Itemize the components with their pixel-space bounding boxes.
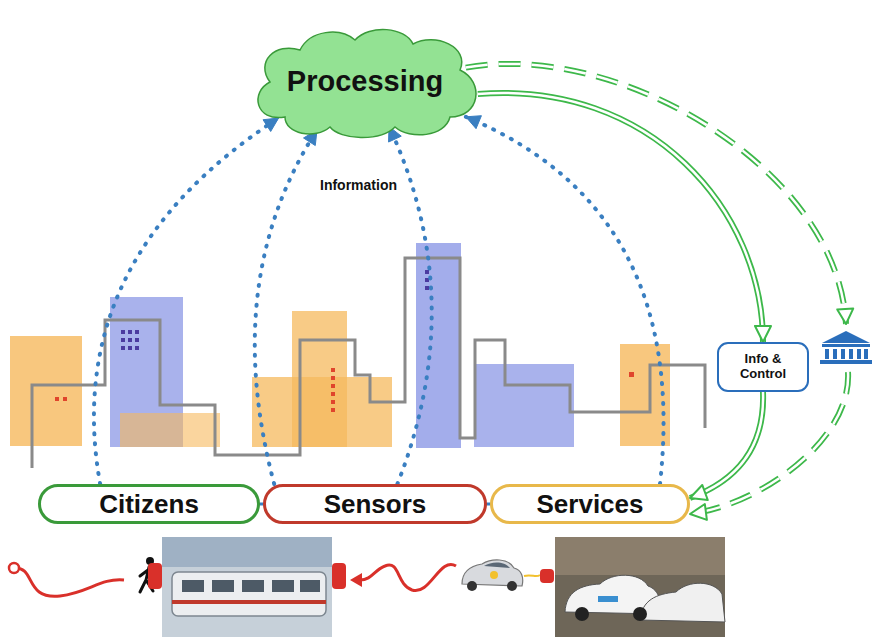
train-window (212, 580, 234, 592)
citizens-pill: Citizens (38, 484, 260, 524)
train-window (182, 580, 204, 592)
control-flow-inner (690, 392, 763, 498)
column (841, 349, 845, 359)
window (331, 384, 335, 388)
architrave (822, 344, 870, 347)
window (55, 397, 59, 401)
parked-car (640, 583, 725, 622)
connector-cap (332, 563, 346, 589)
train-window (300, 580, 320, 592)
roof (822, 331, 870, 343)
connector (478, 93, 771, 342)
carshare-photo (555, 537, 725, 637)
charge-badge (490, 571, 498, 579)
column (864, 349, 868, 359)
wheel (633, 607, 647, 621)
cloud-title: Processing (287, 66, 443, 98)
sensors-pill: Sensors (263, 484, 487, 524)
information-flow (255, 130, 317, 484)
connector (466, 64, 853, 520)
arrowhead (755, 326, 771, 342)
base (820, 360, 872, 364)
government-icon (820, 331, 872, 364)
column (825, 349, 829, 359)
connector-cap (540, 569, 554, 583)
building (474, 364, 574, 447)
window (121, 330, 125, 334)
pill-label: Services (537, 490, 644, 519)
window (425, 270, 429, 274)
route-arrowhead (350, 573, 362, 587)
train (172, 572, 326, 616)
charging-cable (524, 575, 540, 576)
window (331, 376, 335, 380)
wheel (507, 581, 517, 591)
connector (466, 116, 664, 484)
arrowhead (837, 309, 853, 324)
connector-cap (148, 563, 162, 589)
skyline-line (32, 258, 705, 468)
train-window (242, 580, 264, 592)
window (425, 286, 429, 290)
wheel (575, 607, 589, 621)
column (833, 349, 837, 359)
building (416, 243, 461, 448)
wheel (467, 581, 477, 591)
box-label: Info & Control (732, 352, 794, 382)
photo-wall (555, 537, 725, 575)
route-line (14, 568, 124, 596)
control-flow-outer (478, 93, 763, 342)
window (121, 338, 125, 342)
window (331, 408, 335, 412)
car-window (484, 562, 510, 568)
train-photo (162, 537, 332, 637)
buildings (10, 243, 670, 448)
column (857, 349, 861, 359)
column (849, 349, 853, 359)
info-control-box: Info & Control (717, 342, 809, 392)
route-start (9, 563, 19, 573)
arrowhead (690, 504, 707, 520)
services-pill: Services (490, 484, 690, 524)
window (128, 338, 132, 342)
arrowhead (466, 116, 482, 129)
processing-cloud: Processing (245, 22, 485, 142)
building (10, 336, 82, 446)
control-flow-inner (478, 93, 763, 342)
arrowhead (263, 118, 279, 131)
governance-flow-outer (466, 64, 848, 514)
window (331, 368, 335, 372)
photo-sky (162, 537, 332, 567)
pill-label: Sensors (324, 490, 427, 519)
pill-label: Citizens (99, 490, 199, 519)
window (121, 346, 125, 350)
window (135, 338, 139, 342)
cloud-outline (258, 29, 476, 137)
window (331, 392, 335, 396)
window (128, 346, 132, 350)
governance-flow-inner (466, 64, 848, 514)
window (135, 346, 139, 350)
car-logo (598, 596, 618, 602)
mobility-strip (9, 537, 725, 637)
window (135, 330, 139, 334)
information-flow (94, 118, 279, 484)
connector (94, 118, 279, 484)
information-flow (466, 117, 664, 484)
electric-car-icon (462, 560, 554, 591)
building (120, 413, 220, 447)
route-line (360, 564, 456, 590)
flow-label: Information (318, 177, 399, 193)
train-stripe (172, 600, 326, 604)
window (629, 372, 634, 377)
connector (255, 130, 317, 484)
arrowhead (690, 485, 708, 500)
connector (690, 392, 763, 500)
train-window (272, 580, 294, 592)
window (128, 330, 132, 334)
window (63, 397, 67, 401)
control-flow-outer (690, 392, 763, 498)
window (331, 400, 335, 404)
